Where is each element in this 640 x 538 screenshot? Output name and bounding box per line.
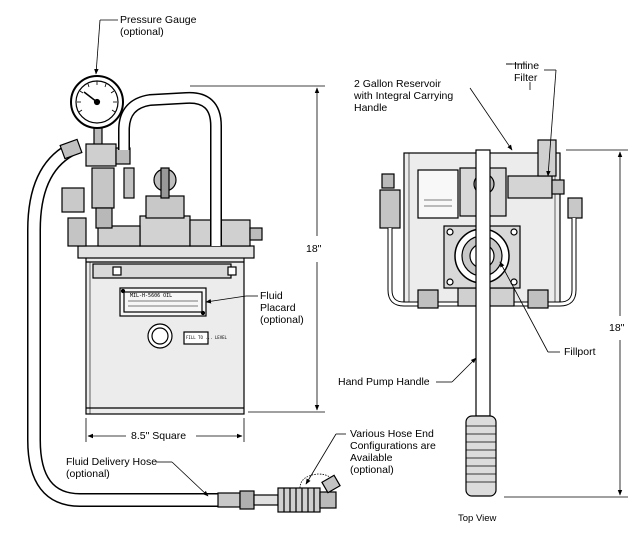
reservoir-label-line3: Handle bbox=[354, 102, 388, 114]
fillport-label: Fillport bbox=[564, 346, 596, 358]
fill-tag-text: FILL TO ... LEVEL bbox=[186, 335, 227, 340]
return-hose bbox=[119, 93, 221, 246]
inline-filter-label: Inline Filter bbox=[514, 60, 539, 84]
hose-end-label: Various Hose End Configurations are Avai… bbox=[350, 428, 436, 476]
fluid-placard-label-line2: Placard bbox=[260, 302, 296, 314]
top-plate bbox=[77, 245, 255, 259]
leader-lines bbox=[94, 19, 560, 497]
reservoir-label: 2 Gallon Reservoir with Integral Carryin… bbox=[354, 78, 453, 114]
fluid-delivery-hose-label-line1: Fluid Delivery Hose bbox=[66, 456, 158, 468]
fluid-placard-label-line1: Fluid bbox=[260, 290, 283, 302]
fluid-delivery-hose-label-line2: (optional) bbox=[66, 468, 110, 480]
fluid-delivery-hose-label: Fluid Delivery Hose (optional) bbox=[66, 456, 157, 480]
fluid-placard-label: Fluid Placard (optional) bbox=[260, 290, 304, 326]
hand-pump-handle-label: Hand Pump Handle bbox=[338, 376, 430, 388]
dimension-lines bbox=[85, 85, 628, 498]
fluid-placard-label-line3: (optional) bbox=[260, 314, 304, 326]
reservoir-front bbox=[85, 255, 245, 415]
fluid-delivery-hose bbox=[28, 145, 218, 506]
inline-filter-body bbox=[507, 175, 553, 199]
front-height-dimension: 18" bbox=[306, 243, 322, 255]
hose-end-label-line2: Configurations are bbox=[350, 440, 436, 452]
pump-assembly bbox=[67, 167, 263, 247]
inline-filter-label-line2: Filter bbox=[514, 72, 538, 84]
hose-end-label-line3: Available bbox=[350, 452, 393, 464]
width-dimension: 8.5" Square bbox=[131, 430, 187, 442]
pressure-gauge bbox=[70, 75, 124, 129]
gauge-stem bbox=[61, 127, 135, 229]
hose-end-label-line1: Various Hose End bbox=[350, 428, 434, 440]
hand-pump-handle bbox=[465, 149, 497, 497]
pressure-gauge-label-line2: (optional) bbox=[120, 26, 164, 38]
pressure-gauge-label-line1: Pressure Gauge bbox=[120, 14, 197, 26]
inline-filter-label-line1: Inline bbox=[514, 60, 540, 72]
placard-title: MIL-H-5606 OIL bbox=[130, 293, 173, 299]
top-height-dimension: 18" bbox=[609, 322, 625, 334]
pressure-gauge-label: Pressure Gauge (optional) bbox=[120, 14, 196, 38]
top-view-label: Top View bbox=[458, 513, 497, 524]
reservoir-label-line1: 2 Gallon Reservoir bbox=[354, 78, 441, 90]
fill-tag bbox=[183, 331, 209, 345]
reservoir-label-line2: with Integral Carrying bbox=[354, 90, 454, 102]
hose-end-label-line4: (optional) bbox=[350, 464, 394, 476]
hose-end-coupling bbox=[217, 473, 341, 513]
